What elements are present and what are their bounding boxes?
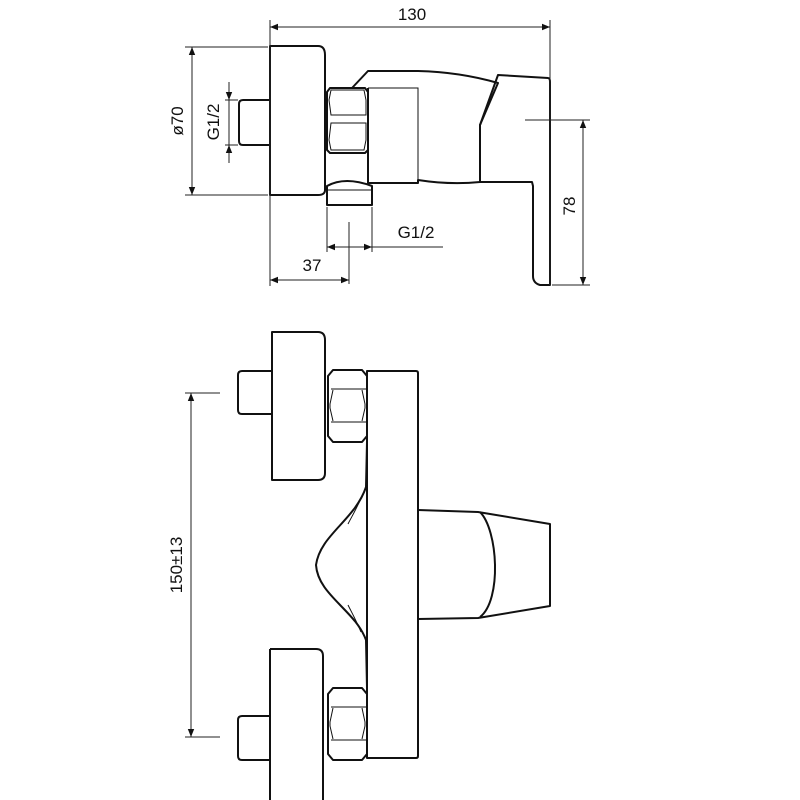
lower-hex-nut [327, 687, 368, 761]
dim-inlet-spacing: 150±13 [167, 537, 186, 594]
dim-outlet-thread: G1/2 [398, 223, 435, 242]
dim-plate-diameter: ø70 [168, 106, 187, 135]
side-view: 130 ø70 G1/2 G1/2 37 78 [168, 5, 590, 286]
dim-inlet-thread: G1/2 [204, 104, 223, 141]
upper-wall-plate [271, 331, 326, 481]
outlet-nipple [326, 180, 373, 206]
hex-nut [326, 87, 369, 154]
upper-hex-nut [327, 369, 368, 443]
inlet-stub [238, 99, 270, 146]
dim-overall-width: 130 [398, 5, 426, 24]
lower-inlet-stub [237, 715, 270, 761]
upper-inlet-stub [237, 370, 272, 415]
mixer-body [366, 370, 419, 759]
lever [479, 74, 551, 286]
handle [417, 509, 551, 620]
front-view: 150±13 [167, 331, 551, 800]
body-wave [315, 441, 368, 689]
lower-wall-plate [269, 648, 324, 800]
wall-plate [269, 45, 326, 196]
mixer-body [351, 70, 499, 185]
dim-outlet-offset: 37 [303, 256, 322, 275]
dim-lever-height: 78 [560, 197, 579, 216]
